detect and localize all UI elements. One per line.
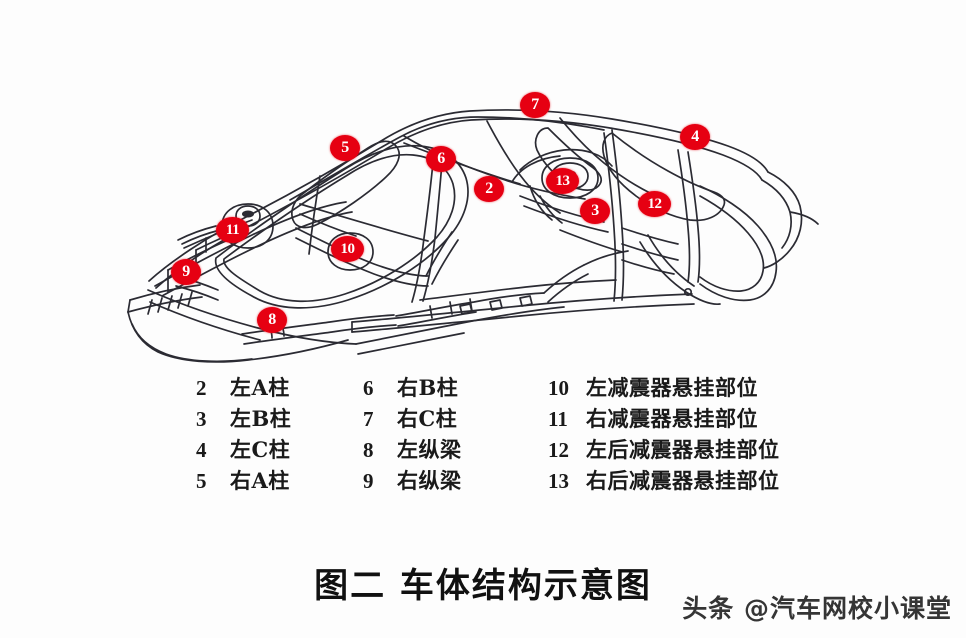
marker-10[interactable]: 10	[331, 236, 364, 262]
legend-item: 12 左后减震器悬挂部位	[548, 434, 780, 465]
legend-label: 右B柱	[397, 375, 459, 400]
car-body-diagram: 2 3 4 5 6 7 8 9 10 11 12 13	[127, 92, 819, 363]
legend-item: 10 左减震器悬挂部位	[548, 372, 780, 403]
legend-number: 6	[363, 376, 374, 400]
legend-column-1: 2 左A柱 3 左B柱 4 左C柱 5 右A柱	[196, 372, 291, 496]
legend-label: 左减震器悬挂部位	[586, 375, 758, 400]
legend-item: 6 右B柱	[363, 372, 462, 403]
marker-8[interactable]: 8	[257, 307, 287, 333]
marker-7[interactable]: 7	[520, 92, 550, 118]
marker-5[interactable]: 5	[330, 135, 360, 161]
marker-3[interactable]: 3	[580, 198, 610, 224]
legend-number: 5	[196, 469, 207, 493]
legend-label: 左C柱	[230, 437, 291, 462]
legend-item: 4 左C柱	[196, 434, 291, 465]
legend-number: 10	[548, 376, 569, 400]
legend: 2 左A柱 3 左B柱 4 左C柱 5 右A柱 6 右B柱 7	[0, 372, 966, 512]
legend-number: 13	[548, 469, 569, 493]
legend-label: 左纵梁	[397, 437, 462, 462]
legend-number: 3	[196, 407, 207, 431]
legend-number: 9	[363, 469, 374, 493]
marker-11[interactable]: 11	[216, 217, 249, 243]
legend-item: 3 左B柱	[196, 403, 291, 434]
legend-number: 4	[196, 438, 207, 462]
marker-2[interactable]: 2	[474, 176, 504, 202]
legend-label: 右A柱	[230, 468, 290, 493]
marker-4[interactable]: 4	[680, 124, 710, 150]
legend-item: 5 右A柱	[196, 465, 291, 496]
legend-column-2: 6 右B柱 7 右C柱 8 左纵梁 9 右纵梁	[363, 372, 462, 496]
legend-label: 右纵梁	[397, 468, 462, 493]
legend-column-3: 10 左减震器悬挂部位 11 右减震器悬挂部位 12 左后减震器悬挂部位 13 …	[548, 372, 780, 496]
legend-item: 11 右减震器悬挂部位	[548, 403, 780, 434]
legend-item: 7 右C柱	[363, 403, 462, 434]
marker-12[interactable]: 12	[638, 191, 671, 217]
legend-number: 2	[196, 376, 207, 400]
marker-9[interactable]: 9	[171, 259, 201, 285]
legend-label: 左后减震器悬挂部位	[586, 437, 780, 462]
marker-13[interactable]: 13	[546, 168, 579, 194]
legend-number: 11	[548, 407, 568, 431]
legend-number: 12	[548, 438, 569, 462]
legend-number: 8	[363, 438, 374, 462]
figure-title: 图二 车体结构示意图	[314, 566, 652, 606]
legend-item: 9 右纵梁	[363, 465, 462, 496]
legend-item: 8 左纵梁	[363, 434, 462, 465]
legend-label: 左B柱	[230, 406, 292, 431]
watermark: 头条 @汽车网校小课堂	[682, 594, 952, 623]
legend-item: 2 左A柱	[196, 372, 291, 403]
legend-item: 13 右后减震器悬挂部位	[548, 465, 780, 496]
marker-6[interactable]: 6	[426, 146, 456, 172]
legend-label: 右减震器悬挂部位	[586, 406, 758, 431]
legend-label: 左A柱	[230, 375, 290, 400]
legend-label: 右后减震器悬挂部位	[586, 468, 780, 493]
legend-label: 右C柱	[397, 406, 458, 431]
legend-number: 7	[363, 407, 374, 431]
